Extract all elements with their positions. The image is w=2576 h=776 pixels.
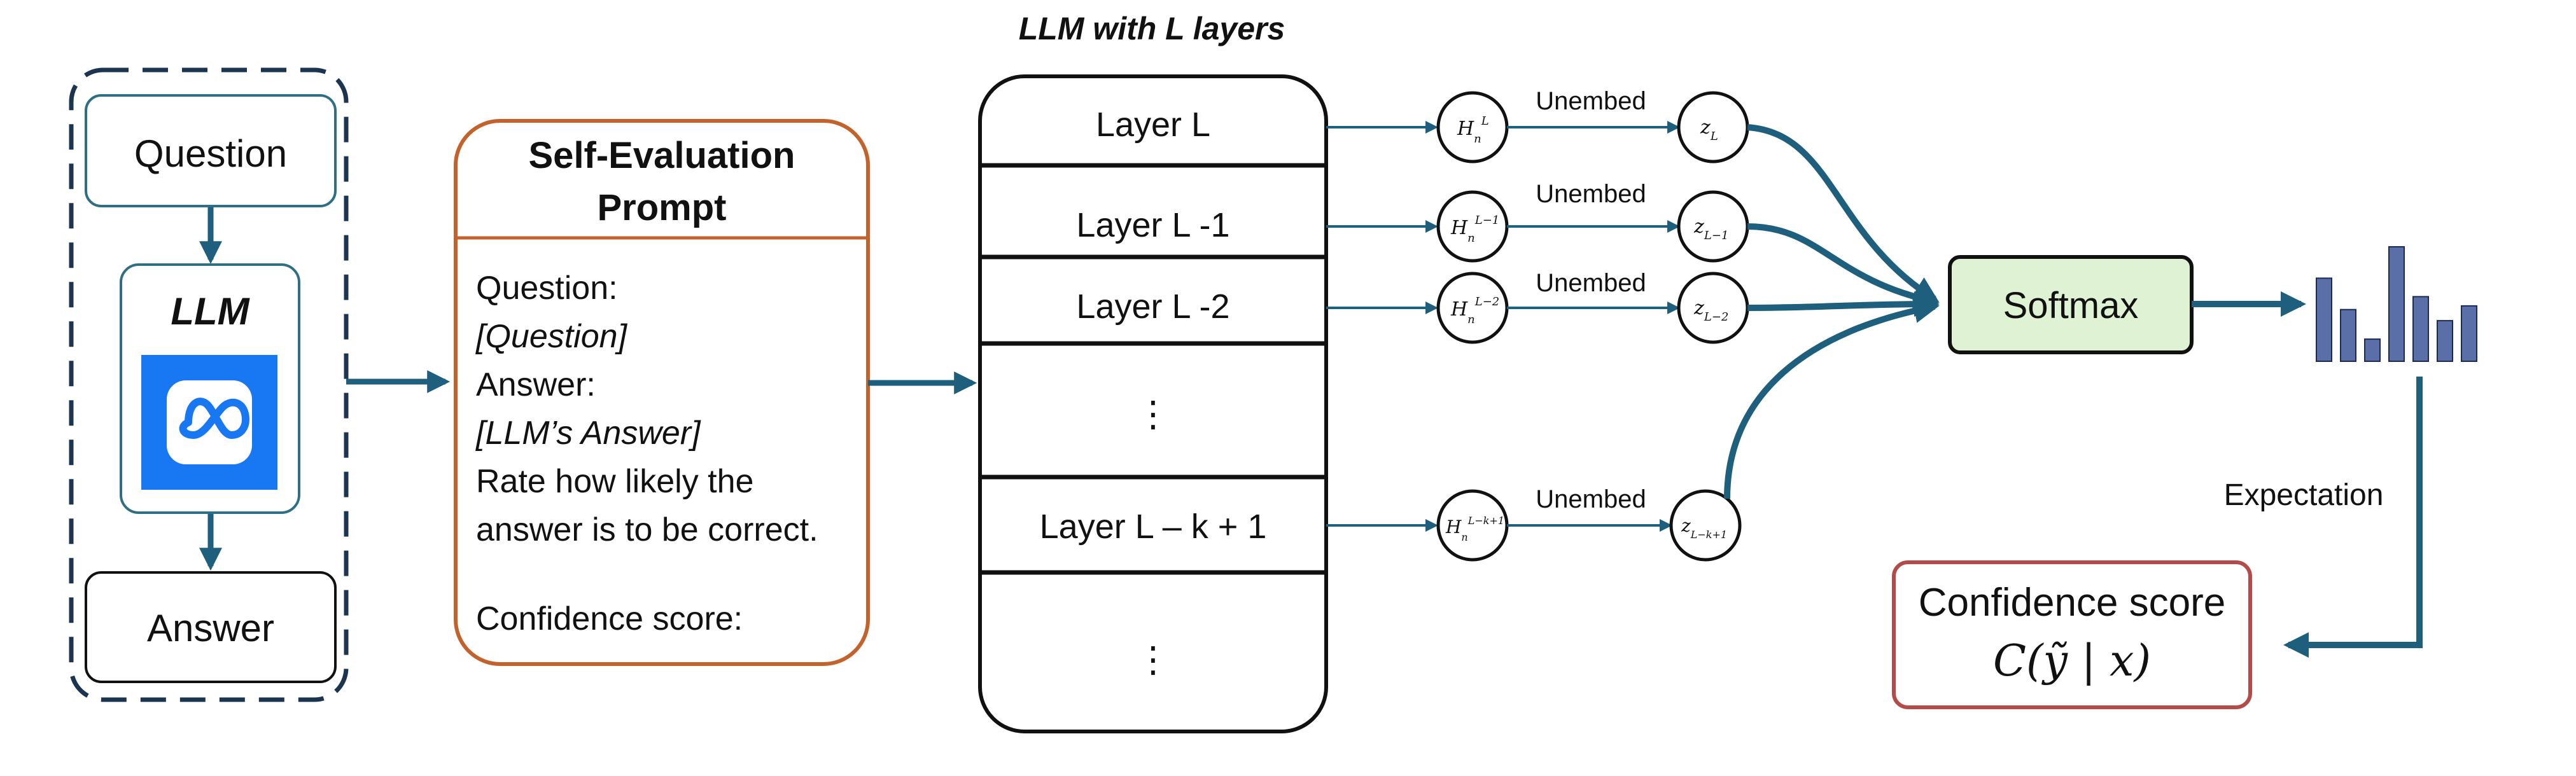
svg-text:zL: zL bbox=[1700, 116, 1718, 143]
svg-text:zL−2: zL−2 bbox=[1693, 297, 1728, 324]
layer-label-2: Layer L -2 bbox=[1076, 288, 1229, 326]
llm-label: LLM bbox=[171, 290, 250, 333]
histogram-bar-2 bbox=[2364, 338, 2381, 363]
curve-z1-to-softmax bbox=[1747, 223, 1940, 310]
prompt-rate-line1: Rate how likely the bbox=[476, 463, 753, 500]
unembed-label-0: Unembed bbox=[1536, 87, 1646, 115]
meta-infinity-icon bbox=[141, 355, 277, 490]
layer-label-4: Layer L – k + 1 bbox=[1040, 508, 1267, 546]
answer-box bbox=[85, 571, 337, 683]
layer-label-1: Layer L -1 bbox=[1076, 206, 1229, 244]
layer-label-5: ⋮ bbox=[1135, 639, 1171, 681]
layer-label-0: Layer L bbox=[1096, 106, 1210, 144]
prompt-question-key: Question: bbox=[476, 270, 618, 307]
diagram-title: LLM with L layers bbox=[1019, 11, 1285, 46]
prompt-title-line1: Self-Evaluation bbox=[529, 135, 795, 176]
histogram-bar-5 bbox=[2437, 320, 2453, 362]
unembed-label-1: Unembed bbox=[1536, 180, 1646, 208]
prompt-question-value: [Question] bbox=[475, 318, 628, 355]
curve-z2-to-softmax bbox=[1747, 291, 1940, 317]
llm-layer-stack bbox=[978, 74, 1328, 733]
z-node-1: zL−1 bbox=[1677, 190, 1749, 263]
softmax-label: Softmax bbox=[2003, 285, 2139, 326]
histogram-bar-3 bbox=[2388, 246, 2405, 362]
z-node-0: zL bbox=[1677, 91, 1749, 163]
histogram-bar-0 bbox=[2316, 277, 2332, 362]
confidence-score-title: Confidence score bbox=[1919, 581, 2226, 625]
prompt-answer-value: [LLM’s Answer] bbox=[475, 415, 701, 452]
svg-text:zL−1: zL−1 bbox=[1693, 216, 1728, 242]
prompt-title-line2: Prompt bbox=[598, 187, 727, 228]
self-evaluation-prompt-box bbox=[454, 119, 870, 666]
expectation-arrow bbox=[2283, 377, 2423, 658]
histogram-bar-1 bbox=[2340, 308, 2356, 363]
prompt-rate-line2: answer is to be correct. bbox=[476, 511, 818, 548]
svg-text:HnL−1: HnL−1 bbox=[1450, 214, 1499, 245]
svg-text:HnL−k+1: HnL−k+1 bbox=[1445, 515, 1504, 543]
llm-group-frame bbox=[69, 67, 349, 702]
svg-text:zL−k+1: zL−k+1 bbox=[1681, 515, 1727, 541]
svg-text:HnL−2: HnL−2 bbox=[1450, 295, 1499, 326]
question-label: Question bbox=[134, 132, 287, 175]
hidden-node-1: HnL−1 bbox=[1436, 190, 1509, 263]
unembed-label-3: Unembed bbox=[1536, 485, 1646, 513]
probability-histogram bbox=[2316, 246, 2477, 363]
hidden-node-0: HnL bbox=[1436, 91, 1509, 163]
expectation-label: Expectation bbox=[2224, 478, 2384, 512]
confidence-score-box bbox=[1892, 560, 2252, 709]
layer-label-3: ⋮ bbox=[1135, 394, 1171, 435]
z-node-2: zL−2 bbox=[1677, 272, 1749, 344]
answer-label: Answer bbox=[147, 607, 274, 649]
histogram-bar-6 bbox=[2461, 305, 2477, 362]
curve-z3-to-softmax bbox=[1724, 298, 1940, 499]
unembed-label-2: Unembed bbox=[1536, 269, 1646, 297]
confidence-score-formula: C(ỹ | x) bbox=[1993, 636, 2151, 686]
curve-z0-to-softmax bbox=[1747, 124, 1939, 302]
question-box bbox=[85, 94, 337, 207]
histogram-bar-4 bbox=[2412, 296, 2429, 362]
prompt-answer-key: Answer: bbox=[476, 366, 596, 403]
z-node-3: zL−k+1 bbox=[1669, 489, 1742, 562]
hidden-node-2: HnL−2 bbox=[1436, 272, 1509, 344]
hidden-node-3: HnL−k+1 bbox=[1436, 489, 1509, 562]
svg-text:HnL: HnL bbox=[1457, 114, 1489, 146]
prompt-confidence-line: Confidence score: bbox=[476, 600, 743, 637]
